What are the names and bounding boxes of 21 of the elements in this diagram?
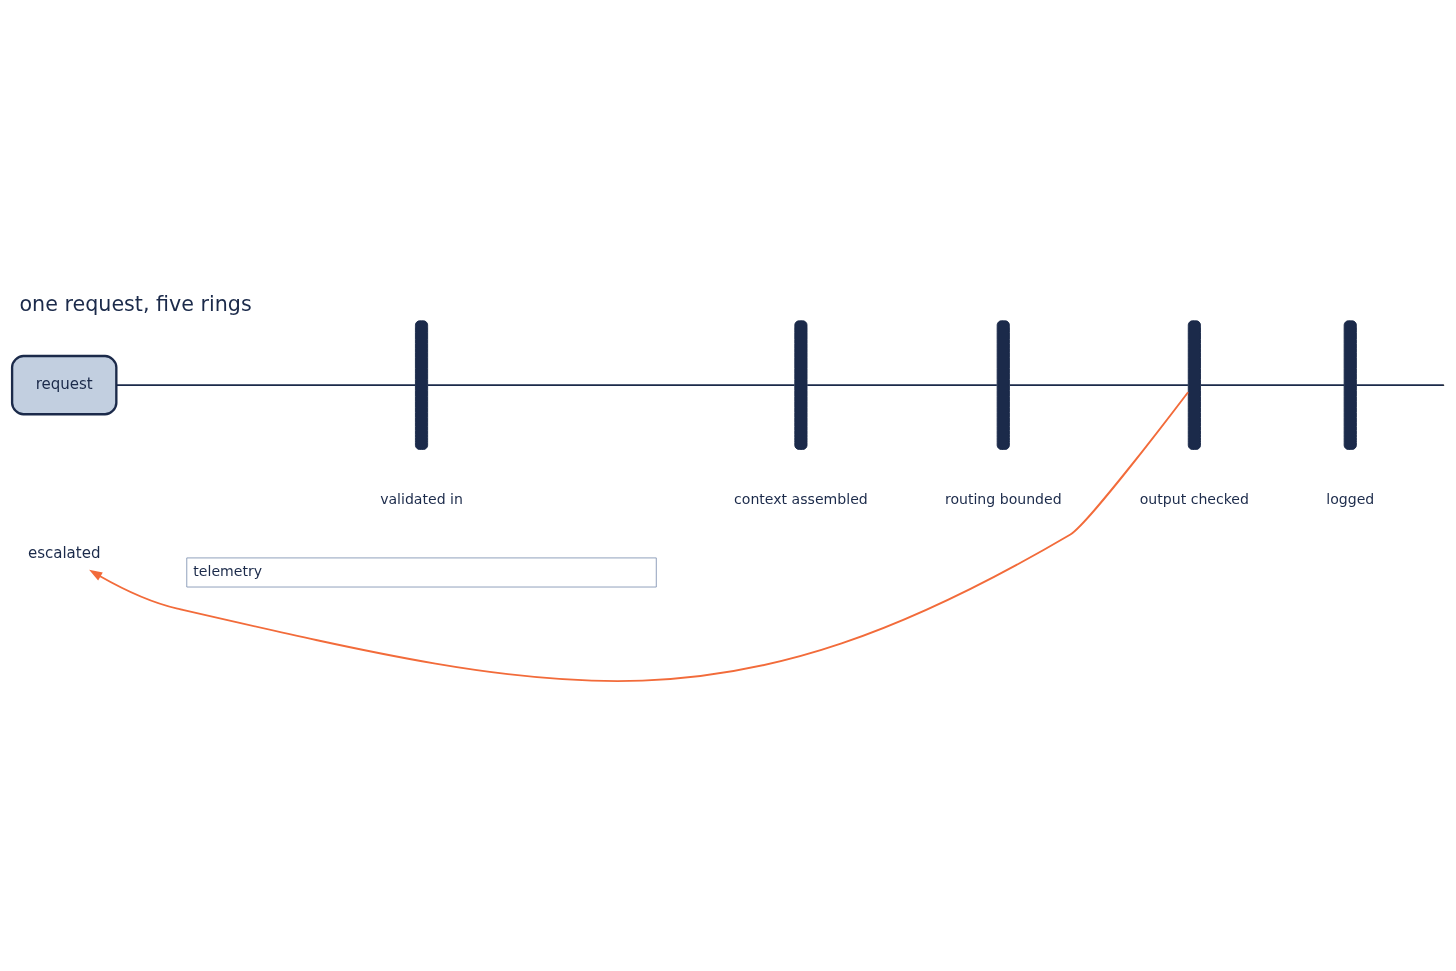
node-label: output checked: [1139, 490, 1249, 507]
node-label: context assembled: [734, 490, 868, 507]
node-label: routing bounded: [944, 490, 1062, 507]
connector: [1199, 383, 1345, 386]
node-label: logged: [1326, 490, 1375, 507]
connector: [1008, 383, 1189, 386]
diagram-title: one request, five rings: [19, 291, 252, 316]
node-text: escalated: [27, 543, 101, 562]
node-box: request: [10, 354, 118, 415]
node-bar: [414, 319, 429, 450]
arrow: [89, 390, 1189, 682]
label: telemetry: [193, 562, 263, 579]
node-label: validated in: [380, 490, 463, 507]
connector: [806, 383, 998, 386]
connector: [426, 383, 796, 386]
connector: [1355, 383, 1445, 386]
node-bar: [1187, 319, 1201, 450]
node-bar: [996, 319, 1010, 450]
connector: [115, 383, 417, 386]
node-bar: [1343, 319, 1357, 450]
node-bar: [794, 319, 808, 450]
